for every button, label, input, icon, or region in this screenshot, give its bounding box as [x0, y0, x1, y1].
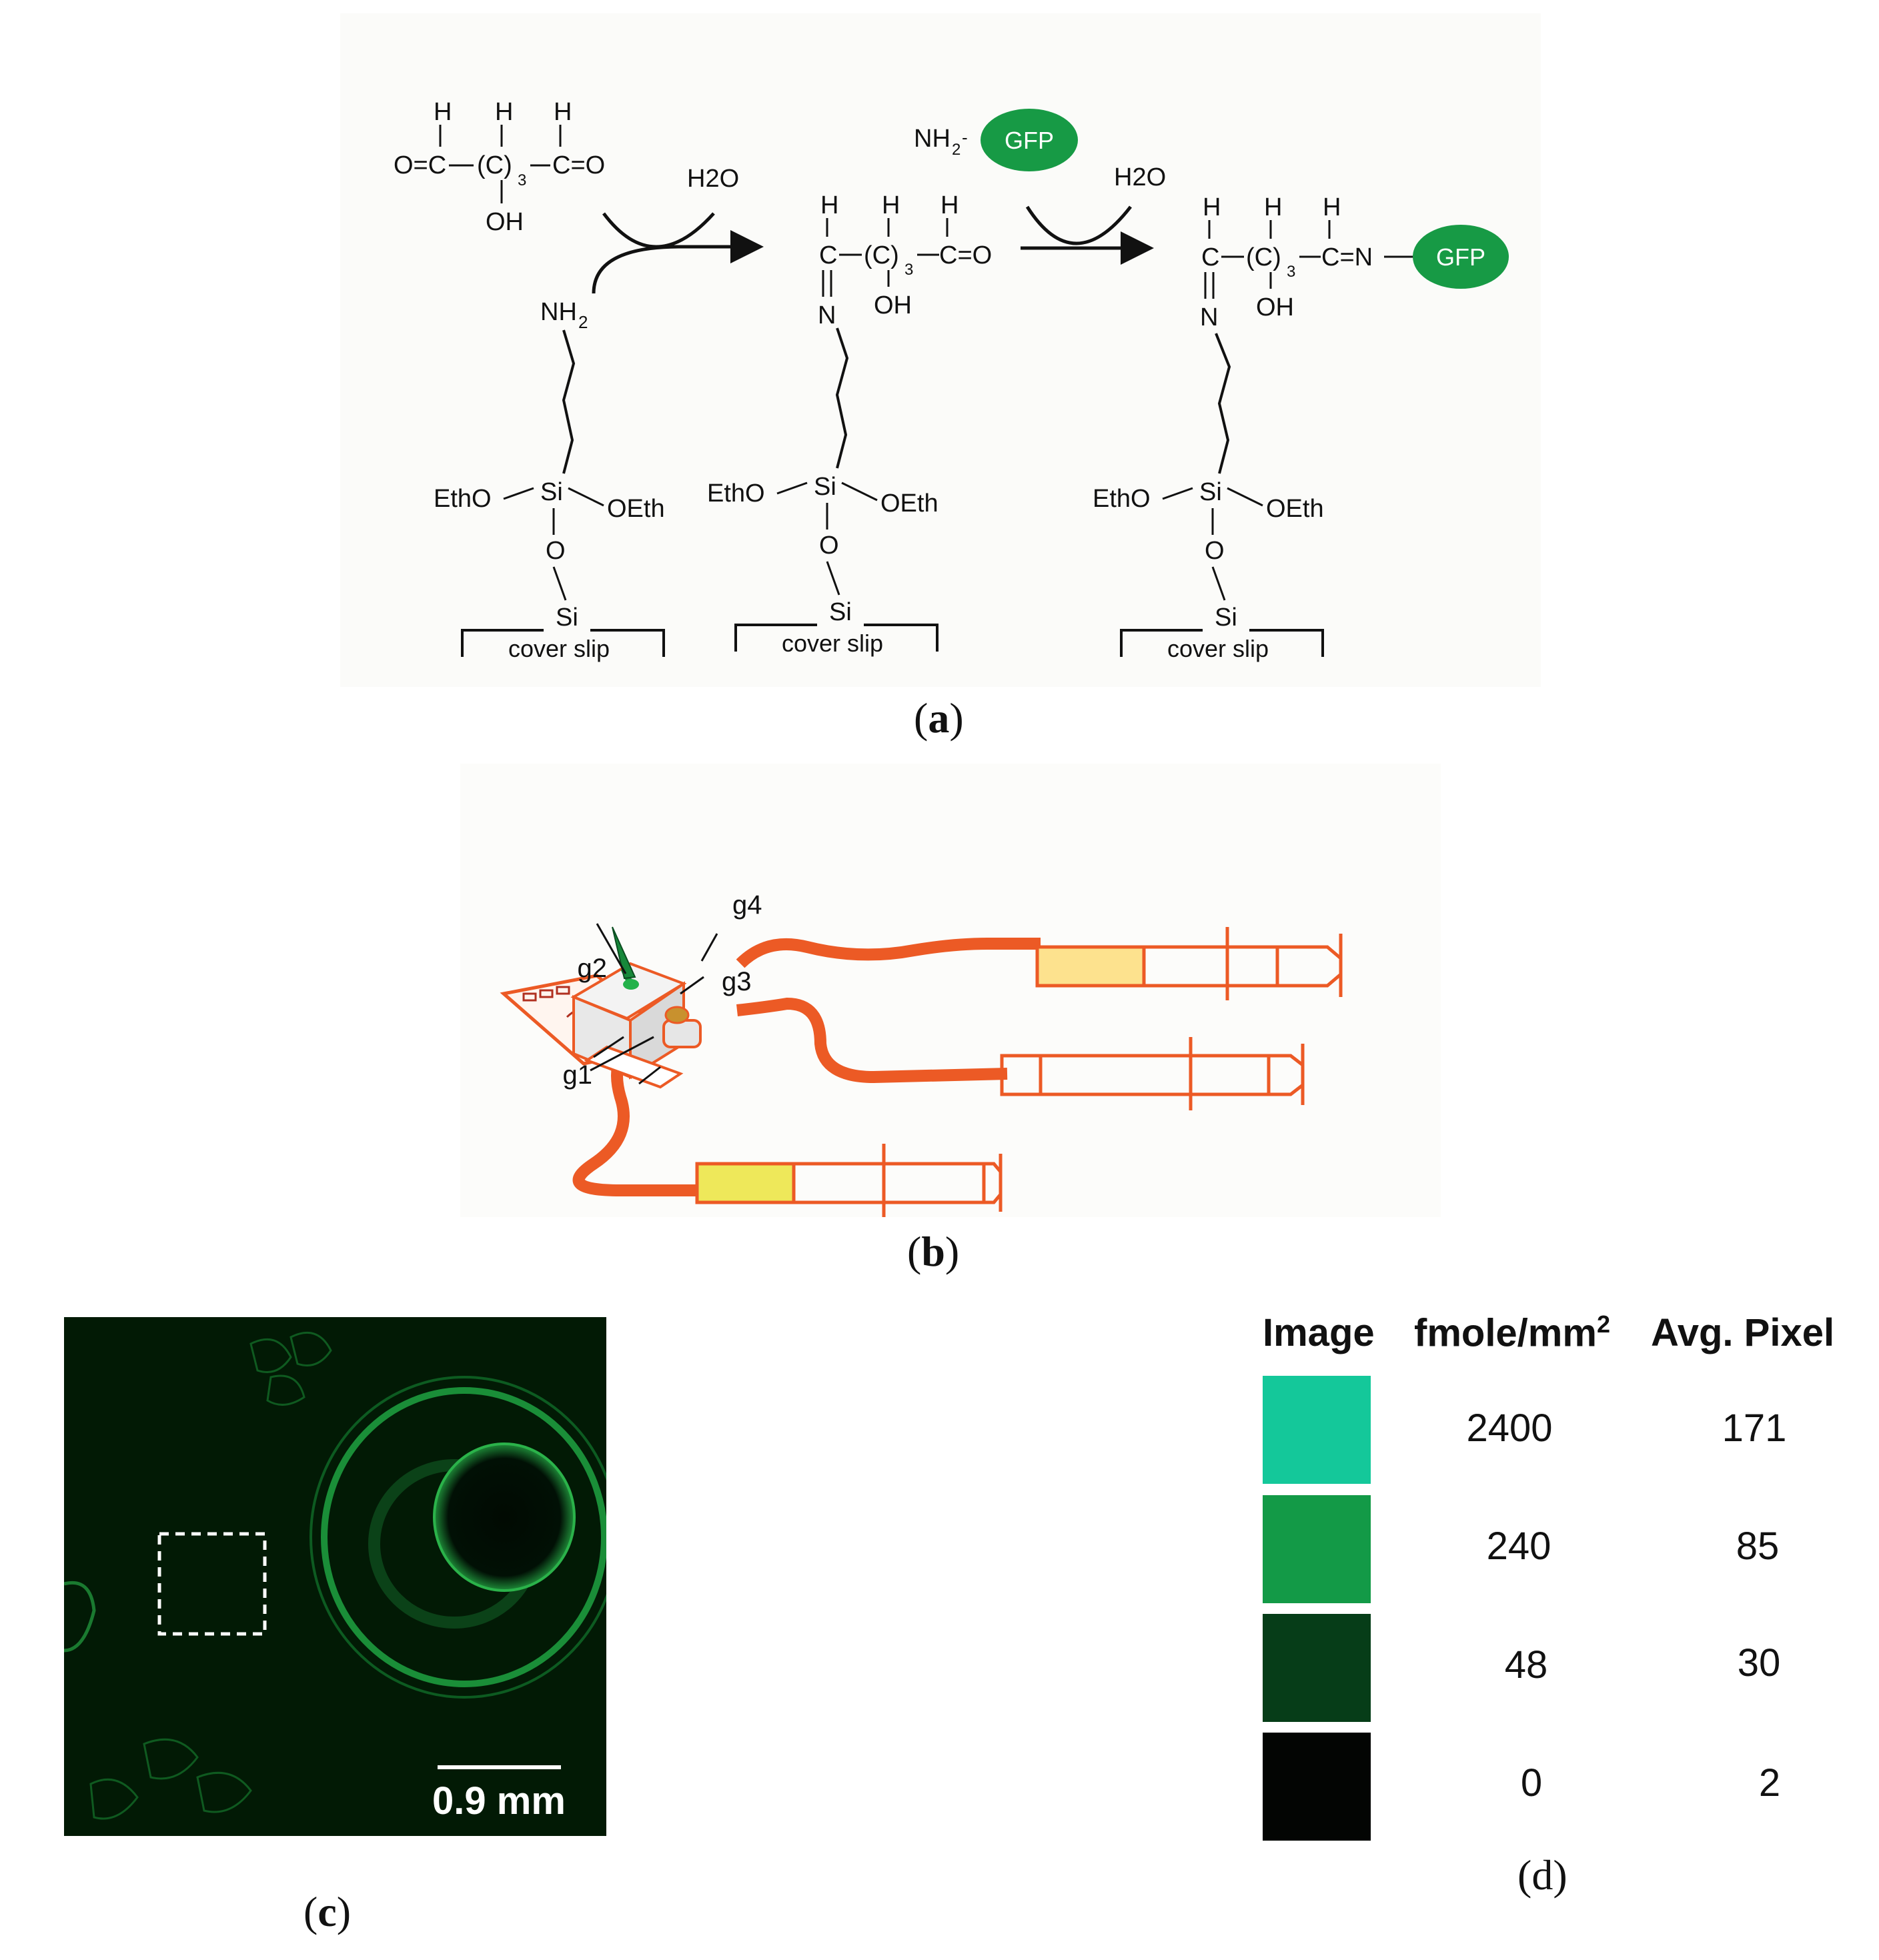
svg-text:N: N — [818, 301, 836, 329]
callout-g1: g1 — [563, 1060, 593, 1090]
svg-text:Si: Si — [814, 473, 836, 501]
pixel-value: 30 — [1692, 1641, 1826, 1685]
silane-linker-3: EthO Si OEth O Si cover slip — [1093, 333, 1324, 662]
concentration-value: 0 — [1465, 1761, 1598, 1805]
water-label: H2O — [687, 165, 739, 193]
pixel-value: 171 — [1688, 1406, 1821, 1450]
silane-linker-1: EthO Si OEth O Si cover slip — [434, 330, 665, 662]
svg-text:OEth: OEth — [1266, 495, 1324, 523]
tubing-g3 — [737, 1004, 1007, 1077]
svg-text:EthO: EthO — [434, 485, 492, 513]
svg-text:H: H — [820, 191, 838, 219]
svg-text:N: N — [1200, 303, 1218, 331]
panel-c-label: (c) — [303, 1887, 351, 1937]
svg-text:OEth: OEth — [880, 489, 938, 518]
svg-text:3: 3 — [904, 261, 913, 279]
panel-a-label: (a) — [914, 694, 964, 743]
gfp-conjugate: H H H C (C) 3 C=N N OH GFP — [1200, 193, 1509, 331]
svg-text:GFP: GFP — [1005, 127, 1054, 154]
svg-text:OH: OH — [874, 291, 912, 319]
calibration-table: Image fmole/mm2 Avg. Pixel 2400 171 240 … — [1254, 1307, 1874, 1861]
svg-text:C: C — [1201, 243, 1219, 271]
pixel-value: 85 — [1691, 1524, 1824, 1569]
svg-text:3: 3 — [1287, 263, 1295, 281]
device-schematic: g2 g1 g3 g4 — [460, 764, 1441, 1217]
svg-text:H: H — [882, 191, 900, 219]
svg-text:H: H — [941, 191, 959, 219]
glutaraldehyde-molecule: H H H O=C (C) 3 C=O OH — [394, 98, 605, 236]
tubing-g4 — [740, 944, 1041, 964]
callout-g3: g3 — [722, 967, 752, 996]
fluorescence-swatch — [1263, 1733, 1371, 1841]
svg-text:Si: Si — [540, 478, 563, 506]
syringe-middle — [1002, 1037, 1303, 1110]
svg-text:O: O — [819, 532, 839, 560]
svg-text:cover slip: cover slip — [782, 630, 883, 657]
subscript: 3 — [518, 171, 526, 189]
panel-b-label: (b) — [907, 1227, 959, 1276]
pixel-value: 2 — [1703, 1761, 1836, 1805]
svg-text:-: - — [962, 127, 968, 147]
hydroxyl: OH — [486, 208, 524, 236]
svg-text:C=N: C=N — [1321, 243, 1373, 271]
fluorescence-swatch — [1263, 1614, 1371, 1722]
silane-linker-2: EthO Si OEth O Si cover slip — [707, 328, 938, 657]
reaction-scheme-panel: H H H O=C (C) 3 C=O OH H2O NH 2 H H H — [340, 13, 1541, 687]
amine-group: NH — [540, 298, 577, 326]
fluorescence-swatch — [1263, 1495, 1371, 1603]
svg-text:cover slip: cover slip — [508, 635, 610, 662]
h-atom: H — [495, 98, 513, 126]
svg-text:Si: Si — [829, 598, 852, 626]
svg-text:O: O — [1205, 537, 1225, 565]
reaction-scheme: H H H O=C (C) 3 C=O OH H2O NH 2 H H H — [340, 13, 1541, 687]
fluorescence-swatch — [1263, 1376, 1371, 1484]
svg-text:C: C — [819, 241, 837, 269]
header-image: Image — [1263, 1310, 1375, 1355]
device-schematic-panel: g2 g1 g3 g4 — [460, 764, 1441, 1217]
svg-text:OH: OH — [1256, 293, 1294, 321]
syringe-top — [1037, 927, 1341, 1000]
scale-bar-label: 0.9 mm — [432, 1779, 566, 1823]
carbonyl-right: C=O — [552, 151, 605, 179]
svg-text:H: H — [1203, 193, 1221, 221]
syringe-bottom — [697, 1144, 1001, 1217]
header-avg-pixel: Avg. Pixel — [1651, 1310, 1834, 1355]
header-concentration: fmole/mm2 — [1414, 1310, 1610, 1355]
svg-text:O: O — [546, 537, 566, 565]
svg-text:Si: Si — [556, 604, 578, 632]
callout-g4: g4 — [732, 890, 762, 920]
fluorescence-micrograph: 0.9 mm — [64, 1317, 606, 1836]
svg-text:cover slip: cover slip — [1167, 635, 1269, 662]
svg-text:2: 2 — [952, 141, 961, 159]
svg-text:H: H — [1323, 193, 1341, 221]
panel-d-label: (d) — [1517, 1851, 1568, 1900]
water-label: H2O — [1114, 163, 1166, 191]
svg-text:OEth: OEth — [607, 495, 665, 523]
callout-g2: g2 — [578, 954, 608, 983]
svg-text:2: 2 — [578, 312, 588, 332]
svg-text:(C): (C) — [1246, 243, 1281, 271]
svg-text:EthO: EthO — [707, 479, 765, 508]
concentration-value: 240 — [1452, 1524, 1586, 1569]
h-atom: H — [554, 98, 572, 126]
svg-text:C=O: C=O — [939, 241, 992, 269]
propyl-chain: (C) — [477, 151, 512, 179]
svg-text:EthO: EthO — [1093, 485, 1151, 513]
svg-text:H: H — [1264, 193, 1282, 221]
carbonyl-left: O=C — [394, 151, 446, 179]
svg-text:Si: Si — [1199, 478, 1222, 506]
svg-text:GFP: GFP — [1436, 243, 1485, 271]
imine-intermediate: H H H C (C) 3 C=O N OH — [818, 191, 992, 329]
svg-text:Si: Si — [1215, 604, 1237, 632]
h-atom: H — [434, 98, 452, 126]
svg-text:(C): (C) — [864, 241, 899, 269]
concentration-value: 48 — [1459, 1643, 1593, 1687]
concentration-value: 2400 — [1443, 1406, 1576, 1450]
amine-reagent: NH — [914, 125, 951, 153]
